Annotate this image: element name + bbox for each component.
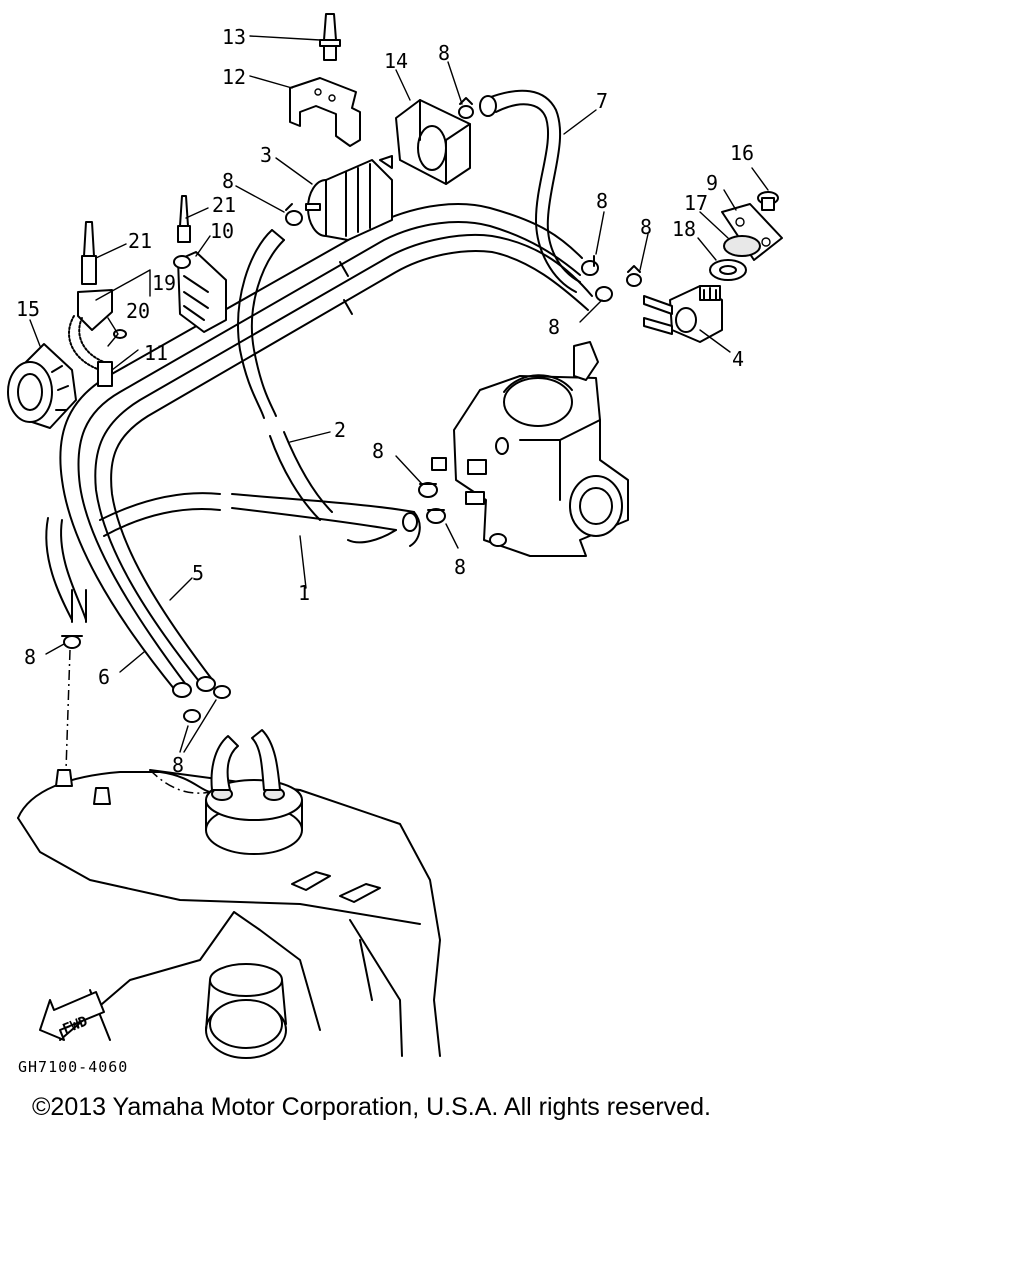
clamp-8-c — [581, 255, 599, 276]
hose-2 — [237, 229, 333, 521]
screw-16 — [757, 191, 779, 211]
callout-6: 6 — [98, 665, 110, 689]
hose-7 — [479, 89, 581, 293]
callout-8-b: 8 — [222, 169, 234, 193]
callout-20: 20 — [126, 299, 150, 323]
hose-1 — [99, 492, 421, 547]
carburetor — [453, 341, 629, 557]
callout-8-h: 8 — [24, 645, 36, 669]
clamp-8-d — [626, 265, 642, 287]
callout-8-e: 8 — [548, 315, 560, 339]
copyright-notice: ©2013 Yamaha Motor Corporation, U.S.A. A… — [32, 1093, 711, 1121]
callout-5: 5 — [192, 561, 204, 585]
bracket-12 — [289, 77, 361, 147]
holder-10 — [173, 251, 227, 333]
callout-21-a: 21 — [212, 193, 236, 217]
clamp-8-b — [285, 203, 303, 226]
clamp-8-e — [595, 286, 613, 302]
clamp-8-a — [458, 97, 474, 119]
clamp-8-h — [61, 635, 83, 649]
hose-5 — [59, 203, 583, 691]
collar-15 — [7, 343, 77, 429]
drawing-code: GH7100-4060 — [18, 1058, 129, 1076]
callout-8-c: 8 — [596, 189, 608, 213]
pin-21-b — [81, 221, 97, 285]
callout-10: 10 — [210, 219, 234, 243]
pin-13 — [319, 13, 341, 61]
callout-19: 19 — [152, 271, 176, 295]
callout-8-f: 8 — [372, 439, 384, 463]
forward-direction-arrow-icon: FWD — [39, 991, 105, 1041]
callout-8-i: 8 — [172, 753, 184, 777]
callout-8-a: 8 — [438, 41, 450, 65]
pin-21-a — [177, 195, 191, 243]
callout-15: 15 — [16, 297, 40, 321]
callout-16: 16 — [730, 141, 754, 165]
clamp-8-i — [183, 685, 231, 723]
clamp-8-g — [426, 508, 446, 524]
clamp-8-f — [418, 482, 438, 498]
callout-18: 18 — [672, 217, 696, 241]
callout-8-g: 8 — [454, 555, 466, 579]
callout-8-d: 8 — [640, 215, 652, 239]
callout-14: 14 — [384, 49, 408, 73]
callout-9: 9 — [706, 171, 718, 195]
callout-13: 13 — [222, 25, 246, 49]
fitting-bolt — [431, 457, 447, 471]
callout-7: 7 — [596, 89, 608, 113]
tie-11 — [97, 361, 113, 387]
hose-end — [172, 682, 192, 698]
fuel-system-exploded-diagram: FWD 1 2 3 4 — [7, 13, 783, 1059]
callout-1: 1 — [298, 581, 310, 605]
fuel-filter-3 — [305, 155, 393, 241]
callout-labels: 1 2 3 4 5 6 7 8 8 8 8 8 8 8 8 8 9 10 11 … — [16, 25, 754, 777]
fuel-tank — [17, 729, 441, 1059]
leader-lines — [29, 35, 769, 753]
callout-17: 17 — [684, 191, 708, 215]
holder-14 — [395, 99, 471, 185]
callout-21-b: 21 — [128, 229, 152, 253]
callout-11: 11 — [144, 341, 168, 365]
fuel-cock-4 — [643, 285, 723, 343]
callout-3: 3 — [260, 143, 272, 167]
callout-12: 12 — [222, 65, 246, 89]
callout-4: 4 — [732, 347, 744, 371]
hose-end — [196, 676, 216, 692]
band-19 — [68, 289, 113, 371]
callout-2: 2 — [334, 418, 346, 442]
washer-18 — [709, 259, 747, 281]
hose-6 — [94, 233, 593, 686]
knob-17 — [723, 235, 761, 257]
